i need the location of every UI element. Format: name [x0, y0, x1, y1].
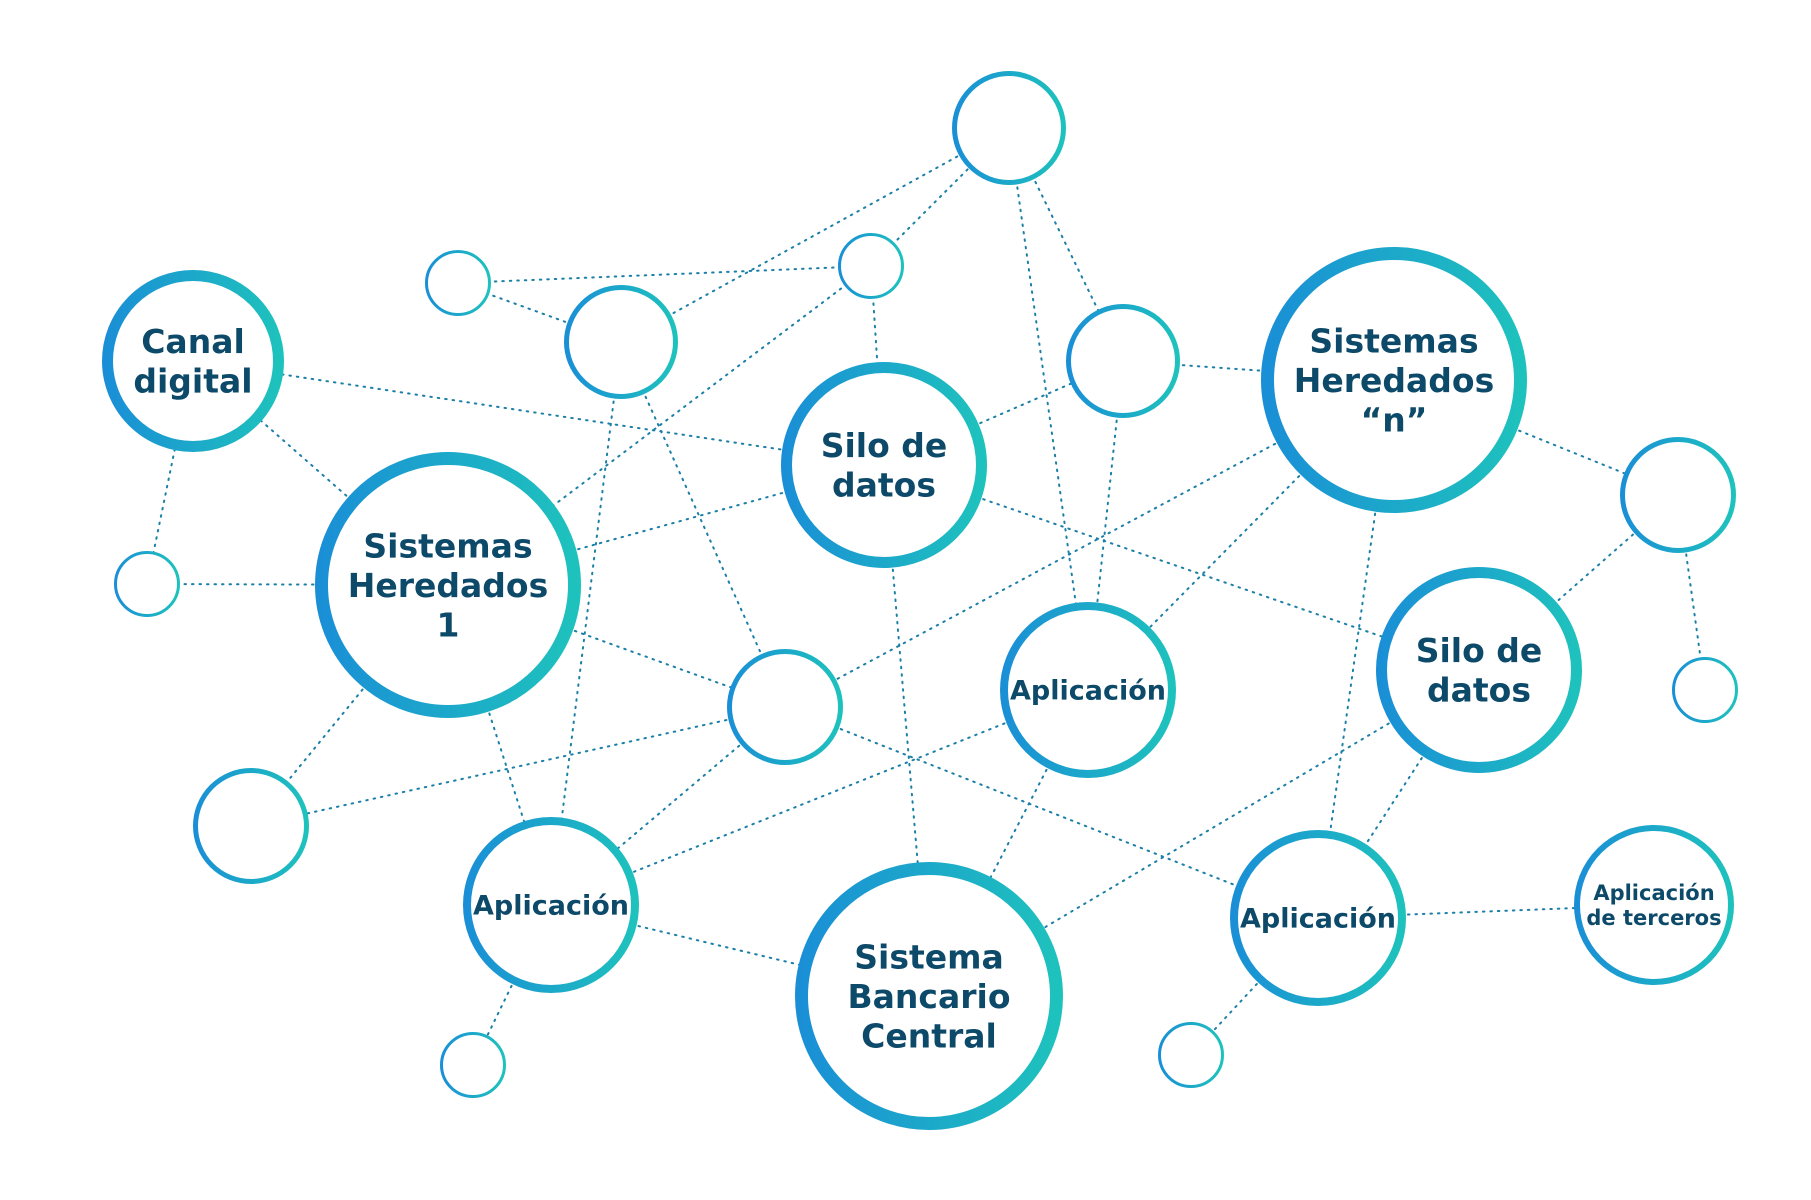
- node-circle: [193, 768, 309, 884]
- node-circle: [1376, 567, 1582, 773]
- edge-empty-middle-to-empty-lower-left: [250, 706, 786, 827]
- node-circle: [1000, 602, 1176, 778]
- node-empty-top-left: [425, 250, 491, 316]
- node-circle: [1672, 657, 1738, 723]
- node-empty-small-far-right: [1672, 657, 1738, 723]
- node-circle: [425, 250, 491, 316]
- edge-canal-digital-to-silo-de-datos-1: [192, 360, 885, 466]
- node-aplicacion-right: Aplicación: [1230, 830, 1406, 1006]
- node-label-line: Silo de: [821, 426, 948, 465]
- node-circle: [952, 71, 1066, 185]
- node-circle: [1261, 247, 1527, 513]
- edge-empty-middle-to-aplicacion-right: [784, 706, 1319, 919]
- node-empty-bottom-left: [440, 1032, 506, 1098]
- node-label-line: datos: [1427, 671, 1531, 710]
- node-label-line: Central: [861, 1016, 997, 1055]
- edge-sistemas-heredados-n-to-empty-middle: [784, 379, 1395, 708]
- node-label-line: 1: [437, 605, 460, 644]
- node-empty-bottom-right: [1158, 1022, 1224, 1088]
- node-label-line: datos: [832, 466, 936, 505]
- node-circle: [1158, 1022, 1224, 1088]
- edge-empty-left-to-sistemas-heredados-1: [146, 583, 449, 586]
- node-label-line: digital: [133, 362, 252, 401]
- node-aplicacion-left: Aplicación: [463, 817, 639, 993]
- node-circle: [1066, 304, 1180, 418]
- node-circle: [727, 649, 843, 765]
- node-label-line: Aplicación: [1010, 676, 1166, 707]
- edge-empty-small-top-to-empty-top: [870, 127, 1010, 267]
- edge-empty-small-top-to-empty-top-left: [457, 265, 872, 284]
- node-circle: [838, 233, 904, 299]
- node-circle: [564, 285, 678, 399]
- node-empty-top: [952, 71, 1066, 185]
- node-circle: [1574, 825, 1734, 985]
- node-circle: [114, 551, 180, 617]
- node-label-line: Aplicación: [473, 891, 629, 922]
- node-empty-far-right: [1620, 437, 1736, 553]
- node-empty-left: [114, 551, 180, 617]
- node-empty-mid-left: [564, 285, 678, 399]
- node-circle: [795, 862, 1063, 1130]
- node-empty-right-top: [1066, 304, 1180, 418]
- edge-empty-mid-left-to-empty-middle: [620, 341, 786, 708]
- node-label-line: de terceros: [1586, 906, 1721, 930]
- node-label-line: Aplicación: [1593, 881, 1714, 905]
- node-empty-lower-left: [193, 768, 309, 884]
- edge-empty-top-to-empty-right-top: [1008, 127, 1124, 362]
- node-label-line: Canal: [141, 322, 245, 361]
- edge-silo-de-datos-1-to-silo-de-datos-2: [883, 464, 1480, 671]
- node-circle: [1230, 830, 1406, 1006]
- edge-aplicacion-center-to-aplicacion-left: [550, 689, 1089, 906]
- node-label-line: Sistema: [854, 937, 1004, 976]
- node-label-line: Bancario: [847, 977, 1010, 1016]
- node-circle: [781, 362, 987, 568]
- edge-empty-right-top-to-aplicacion-center: [1087, 360, 1124, 691]
- node-label-line: Aplicación: [1240, 904, 1396, 935]
- node-empty-small-top: [838, 233, 904, 299]
- node-circle: [102, 270, 284, 452]
- node-label-line: Sistemas: [363, 526, 532, 565]
- node-circle: [440, 1032, 506, 1098]
- node-label-line: Heredados: [1294, 361, 1494, 400]
- node-label-line: Sistemas: [1309, 321, 1478, 360]
- node-label-line: “n”: [1361, 400, 1428, 439]
- node-label-line: Heredados: [348, 566, 548, 605]
- node-circle: [315, 452, 581, 718]
- node-label-line: Silo de: [1416, 631, 1543, 670]
- edge-sistemas-heredados-n-to-aplicacion-center: [1087, 379, 1395, 691]
- edge-empty-mid-left-to-aplicacion-left: [550, 341, 622, 906]
- node-aplicacion-center: Aplicación: [1000, 602, 1176, 778]
- node-empty-middle: [727, 649, 843, 765]
- edge-empty-top-to-aplicacion-center: [1008, 127, 1089, 691]
- node-circle: [463, 817, 639, 993]
- edge-empty-mid-left-to-empty-top: [620, 127, 1010, 343]
- node-circle: [1620, 437, 1736, 553]
